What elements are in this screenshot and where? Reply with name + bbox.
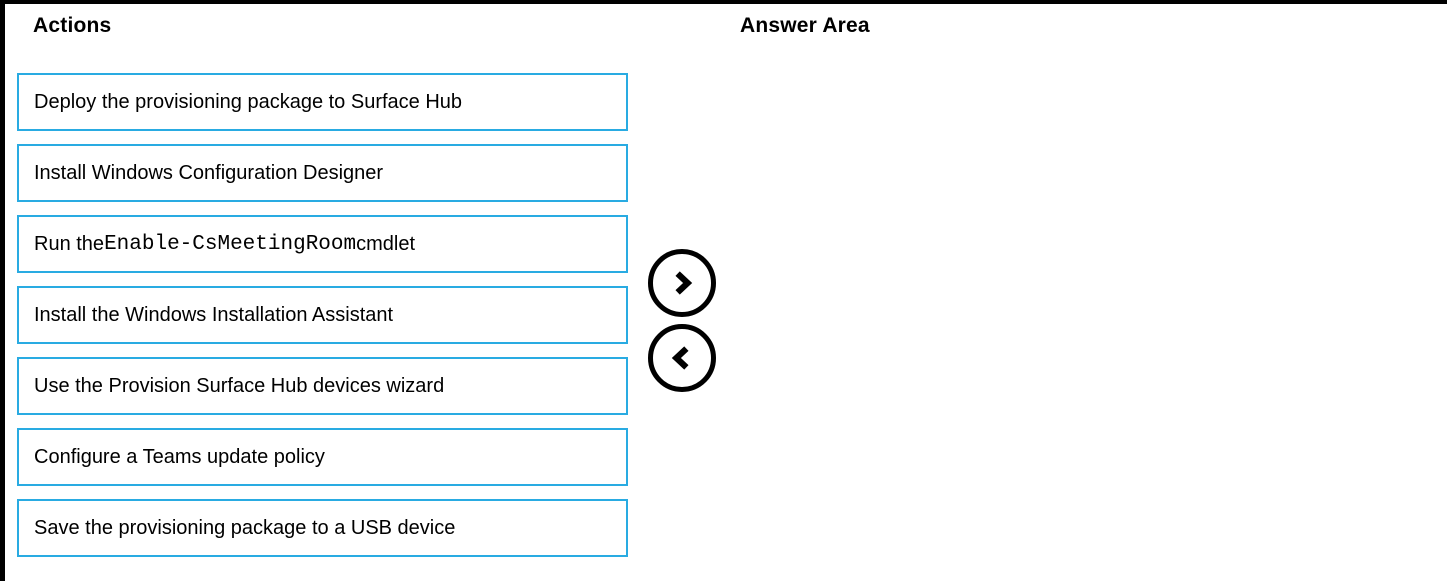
answer-dropzone[interactable] [740,73,1400,558]
action-item-label: Save the provisioning package to a USB d… [34,516,456,539]
action-item-label: Run the [34,232,105,255]
answer-area-title: Answer Area [740,14,870,37]
action-item-label: Install the Windows Installation Assista… [34,303,394,326]
actions-list: Deploy the provisioning package to Surfa… [17,73,628,570]
actions-title: Actions [33,14,112,37]
move-right-button[interactable] [648,249,716,317]
cmdlet-mono-text: Enable-CsMeetingRoom [104,232,357,256]
action-item[interactable]: Use the Provision Surface Hub devices wi… [17,357,628,415]
action-item-label: Configure a Teams update policy [34,445,325,468]
action-item[interactable]: Install the Windows Installation Assista… [17,286,628,344]
move-left-button[interactable] [648,324,716,392]
action-item[interactable]: Deploy the provisioning package to Surfa… [17,73,628,131]
frame-top-border [0,0,1447,4]
move-controls [648,249,718,392]
action-item[interactable]: Run the Enable-CsMeetingRoom cmdlet [17,215,628,273]
action-item-label: Install Windows Configuration Designer [34,161,384,184]
action-item[interactable]: Install Windows Configuration Designer [17,144,628,202]
action-item[interactable]: Configure a Teams update policy [17,428,628,486]
action-item-label: Use the Provision Surface Hub devices wi… [34,374,445,397]
chevron-right-icon [667,268,697,298]
frame-left-border [0,0,5,581]
action-item[interactable]: Save the provisioning package to a USB d… [17,499,628,557]
chevron-left-icon [667,343,697,373]
action-item-label: Deploy the provisioning package to Surfa… [34,90,463,113]
action-item-label: cmdlet [356,232,416,255]
